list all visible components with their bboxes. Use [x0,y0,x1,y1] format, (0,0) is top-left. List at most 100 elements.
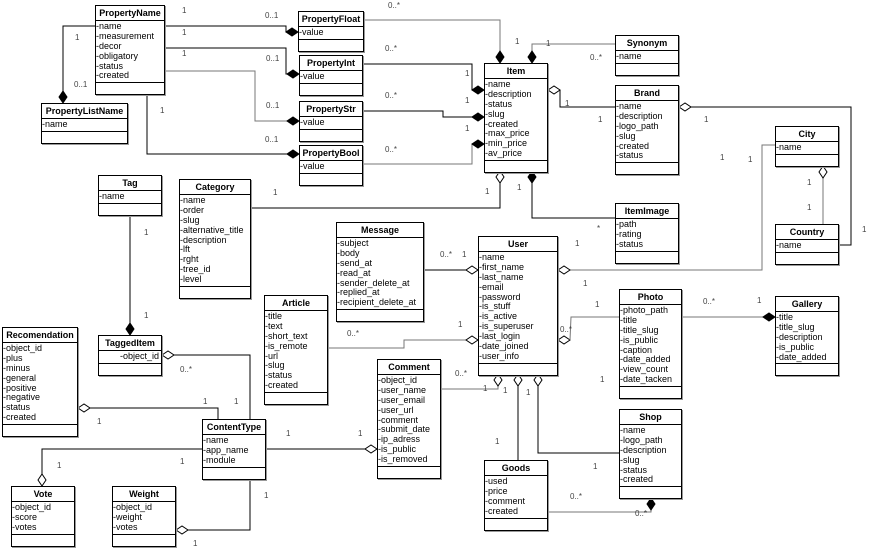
operations-compartment [616,64,678,75]
attribute: -created [485,505,519,516]
attribute: -object_id [3,343,43,353]
attributes-compartment: -name-order-slug-alternative_title-descr… [180,195,250,288]
composition-diamond-icon [471,139,485,149]
class-taggeditem[interactable]: TaggedItem-object_id [98,335,162,376]
attribute: -title_slug [620,324,659,335]
attributes-compartment: -name [616,51,678,64]
class-propertybool[interactable]: PropertyBool-value [299,145,363,186]
multiplicity-label: 1 [485,187,490,196]
multiplicity-label: 0..1 [266,54,280,63]
attribute: -replied_at [337,287,380,298]
class-item[interactable]: Item-name-description-status-slug-create… [484,63,548,174]
multiplicity-label: 1 [503,386,508,395]
attribute: -comment [378,414,419,425]
class-propertyint[interactable]: PropertyInt-value [299,55,363,96]
attribute: -date_added [776,351,827,362]
class-name: Tag [99,176,161,191]
attribute: -title [776,312,794,322]
class-itemimage[interactable]: ItemImage-path-rating-status [615,203,679,264]
attribute: -max_price [485,128,530,139]
attribute: -send_at [337,257,373,268]
association-line [569,316,619,341]
multiplicity-label: 1 [144,311,149,320]
association-line [559,90,615,108]
multiplicity-label: 0..* [388,1,400,10]
attribute: -order [180,204,205,215]
class-user[interactable]: User-name-first_name-last_name-email-pas… [478,236,558,376]
class-name: Recomendation [3,328,77,343]
multiplicity-label: 0..* [455,369,467,378]
class-city[interactable]: City-name [775,126,839,167]
attribute: -is_public [776,341,815,352]
attribute: -description [776,331,823,342]
multiplicity-label: 1 [234,397,239,406]
class-gallery[interactable]: Gallery-title-title_slug-description-is_… [775,296,839,377]
attributes-compartment: -object_id-weight-votes [113,502,175,535]
multiplicity-label: 0..1 [266,101,280,110]
attribute: -value [300,117,325,127]
class-name: PropertyListName [42,104,127,119]
attribute: -subject [337,238,369,248]
class-brand[interactable]: Brand-name-description-logo_path-slug-cr… [615,85,679,176]
class-weight[interactable]: Weight-object_id-weight-votes [112,486,176,547]
attribute: -value [299,27,324,37]
attribute: -url [265,350,278,361]
class-propertyname[interactable]: PropertyName-name-measurement-decor-obli… [95,5,165,96]
attribute: -rating [616,228,642,239]
class-country[interactable]: Country-name [775,224,839,265]
attribute: -price [485,485,508,496]
attribute: -date_joined [479,341,529,352]
class-name: Brand [616,86,678,101]
class-contenttype[interactable]: ContentType-name-app_name-module [202,419,266,480]
multiplicity-label: 1 [575,239,580,248]
class-shop[interactable]: Shop-name-logo_path-description-slug-sta… [619,409,682,500]
class-tag[interactable]: Tag-name [98,175,162,216]
class-photo[interactable]: Photo-photo_path-title-title_slug-is_pub… [619,289,682,400]
attribute: -minus [3,362,31,373]
attribute: -first_name [479,261,525,272]
class-vote[interactable]: Vote-object_id-score-votes [11,486,75,547]
class-propertyfloat[interactable]: PropertyFloat-value [298,11,364,52]
aggregation-diamond-icon [175,525,189,535]
attribute: -recipient_delete_at [337,297,417,308]
class-propertystr[interactable]: PropertyStr-value [299,101,363,142]
attributes-compartment: -name [42,119,127,132]
aggregation-diamond-icon [77,403,91,413]
association-line [62,25,95,92]
class-category[interactable]: Category-name-order-slug-alternative_tit… [179,179,251,300]
class-article[interactable]: Article-title-text-short_text-is_remote-… [264,295,328,406]
aggregation-diamond-icon [364,444,378,454]
attribute: -name [776,240,802,250]
aggregation-diamond-icon [678,102,692,112]
association-line [251,183,501,209]
attribute: -module [203,454,236,465]
attribute: -status [485,98,513,109]
aggregation-diamond-icon [37,473,47,487]
class-propertylistname[interactable]: PropertyListName-name [41,103,128,144]
attributes-compartment: -object_id [99,351,161,364]
class-synonym[interactable]: Synonym-name [615,35,679,76]
attributes-compartment: -name-first_name-last_name-email-passwor… [479,252,557,364]
class-goods[interactable]: Goods-used-price-comment-created [484,460,548,531]
attributes-compartment: -object_id-score-votes [12,502,74,535]
composition-diamond-icon [646,497,656,511]
attributes-compartment: -title-text-short_text-is_remote-url-slu… [265,311,327,394]
attribute: -name [42,119,68,129]
attribute: -min_price [485,138,528,149]
class-message[interactable]: Message-subject-body-send_at-read_at-sen… [336,222,424,323]
multiplicity-label: 1 [704,115,709,124]
multiplicity-label: 1 [462,250,467,259]
attributes-compartment: -name-logo_path-description-slug-status-… [620,425,681,488]
attribute: -votes [113,521,138,532]
attribute: -created [620,474,654,485]
attribute: -read_at [337,267,371,278]
attribute: -title_slug [776,321,815,332]
attribute: -description [620,444,667,455]
class-recomendation[interactable]: Recomendation-object_id-plus-minus-gener… [2,327,78,438]
operations-compartment [300,130,362,141]
attribute: -slug [616,130,636,141]
multiplicity-label: 1 [458,320,463,329]
multiplicity-label: 0..* [385,145,397,154]
association-line [90,407,219,419]
class-comment[interactable]: Comment-object_id-user_name-user_email-u… [377,359,441,480]
